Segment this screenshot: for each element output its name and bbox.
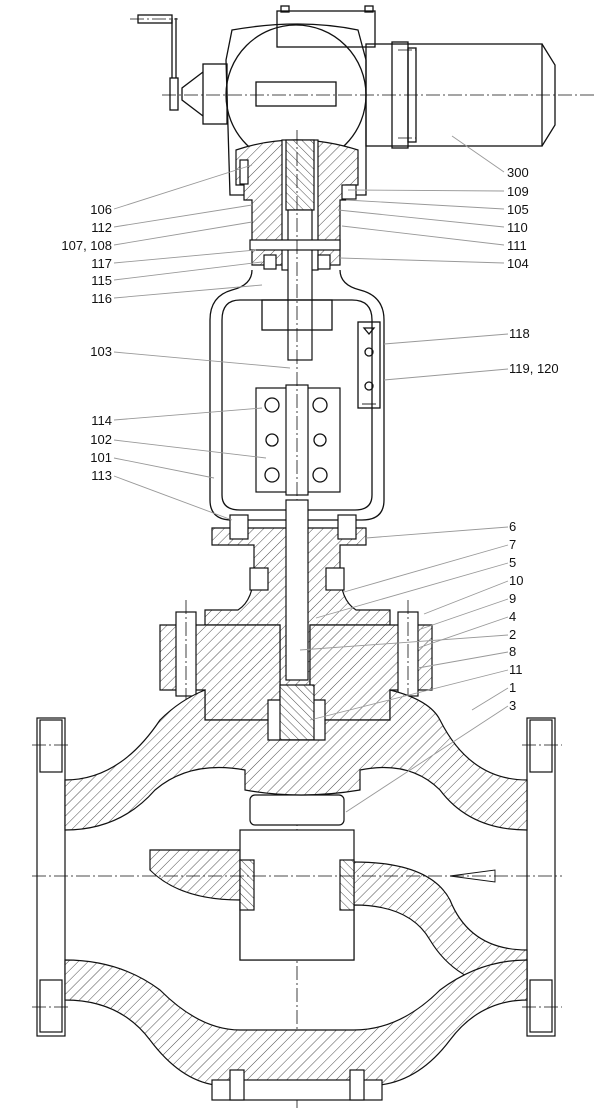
position-indicator [357, 321, 381, 409]
part-label-11: 11 [509, 662, 523, 677]
part-label-112: 112 [91, 220, 112, 235]
part-label-103: 103 [90, 344, 112, 359]
part-label-102: 102 [90, 432, 112, 447]
part-label-107-108: 107, 108 [61, 238, 112, 253]
part-label-7: 7 [509, 537, 517, 552]
part-label-5: 5 [509, 555, 517, 570]
part-label-114: 114 [91, 413, 112, 428]
part-label-10: 10 [509, 573, 524, 588]
part-label-104: 104 [507, 256, 529, 271]
part-label-8: 8 [509, 644, 517, 659]
valve-body [32, 689, 562, 1101]
part-label-2: 2 [509, 627, 517, 642]
part-label-111: 111 [507, 238, 527, 253]
part-label-9: 9 [509, 591, 517, 606]
part-label-106: 106 [90, 202, 112, 217]
bonnet [204, 499, 391, 701]
part-label-101: 101 [90, 450, 112, 465]
part-label-117: 117 [91, 256, 112, 271]
part-label-109: 109 [507, 184, 529, 199]
part-label-3: 3 [509, 698, 517, 713]
part-label-6: 6 [509, 519, 517, 534]
part-label-1: 1 [509, 680, 517, 695]
part-label-300: 300 [507, 165, 529, 180]
part-label-105: 105 [507, 202, 529, 217]
part-label-115: 115 [91, 273, 112, 288]
part-label-116: 116 [91, 291, 112, 306]
part-label-113: 113 [91, 468, 112, 483]
part-label-118: 118 [509, 326, 530, 341]
leader-lines [113, 135, 509, 813]
part-label-119-120: 119, 120 [509, 361, 559, 376]
part-label-4: 4 [509, 609, 517, 624]
part-label-110: 110 [507, 220, 528, 235]
electric-actuator [130, 5, 595, 196]
